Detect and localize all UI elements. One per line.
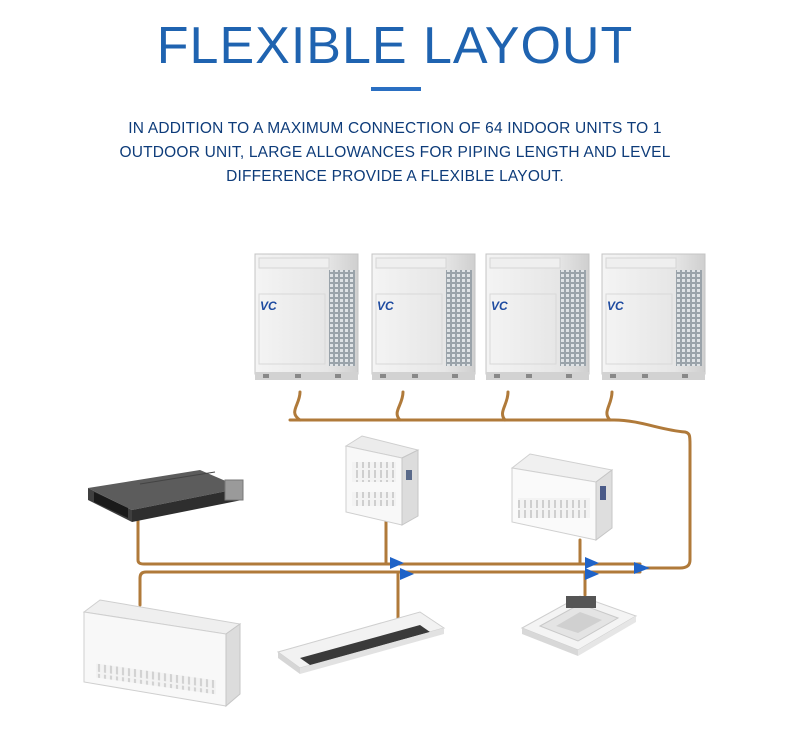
description-text: IN ADDITION TO A MAXIMUM CONNECTION OF 6… bbox=[119, 120, 671, 185]
outdoor-unit: VC bbox=[485, 253, 590, 380]
logo: VC bbox=[491, 299, 508, 313]
outdoor-unit: VC bbox=[371, 253, 476, 380]
arrow-icon bbox=[634, 562, 650, 574]
one-way-cassette bbox=[276, 611, 446, 674]
arrow-icon bbox=[585, 557, 599, 569]
logo: VC bbox=[260, 299, 277, 313]
arrow-icon bbox=[390, 557, 404, 569]
title-underline bbox=[371, 87, 421, 91]
four-way-cassette bbox=[520, 595, 638, 656]
page-title: FLEXIBLE LAYOUT bbox=[156, 17, 634, 75]
flow-arrows bbox=[390, 557, 650, 580]
arrow-icon bbox=[400, 568, 414, 580]
outdoor-unit: VC bbox=[254, 253, 359, 380]
floor-standing-fan-coil bbox=[82, 599, 242, 708]
arrow-icon bbox=[585, 568, 599, 580]
outdoor-unit: VC bbox=[601, 253, 706, 380]
floor-console-unit bbox=[344, 435, 420, 526]
ceiling-floor-unit bbox=[510, 453, 614, 541]
logo: VC bbox=[607, 299, 624, 313]
ducted-unit bbox=[88, 470, 244, 522]
logo: VC bbox=[377, 299, 394, 313]
